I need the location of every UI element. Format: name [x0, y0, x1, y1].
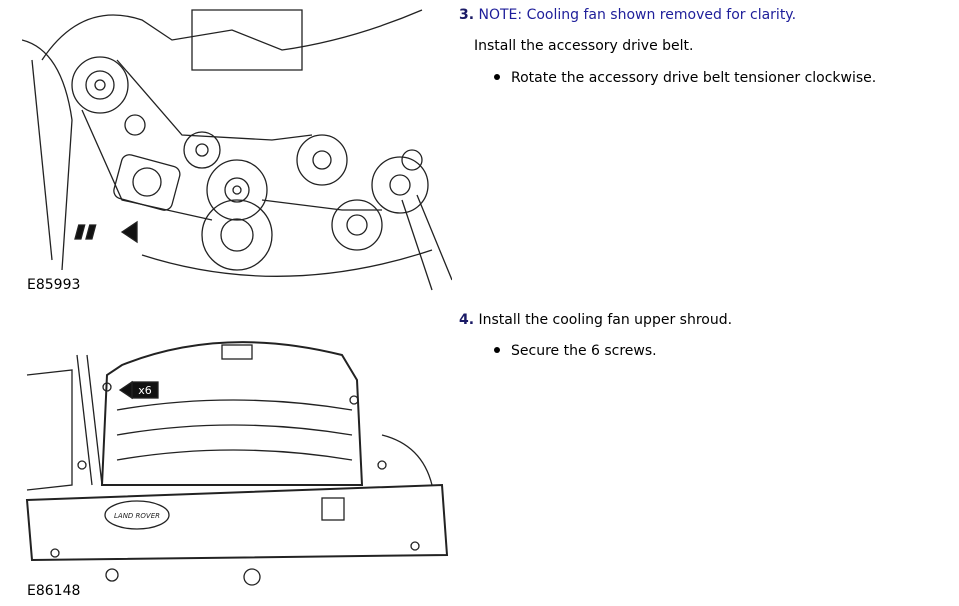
- step-3-instruction: Install the accessory drive belt.: [474, 38, 694, 54]
- bullet-text: Secure the 6 screws.: [511, 343, 657, 359]
- figure-accessory-drive-belt: E85993: [22, 0, 452, 295]
- bullet-icon: [494, 347, 500, 353]
- figure-id-label: E85993: [27, 277, 83, 293]
- step-number: 3.: [459, 7, 475, 23]
- step-4-heading: 4. Install the cooling fan upper shroud.: [459, 312, 732, 328]
- screw-count-callout: x6: [138, 384, 152, 397]
- engine-belt-illustration: [22, 9, 452, 291]
- figure-id-label: E86148: [27, 583, 83, 599]
- fan-shroud-illustration: LAND ROVER x6: [25, 341, 449, 586]
- step-instruction: Install the cooling fan upper shroud.: [478, 312, 733, 328]
- land-rover-logo: LAND ROVER: [114, 512, 160, 520]
- bullet-icon: [494, 74, 500, 80]
- step-3-bullet: Rotate the accessory drive belt tensione…: [494, 70, 876, 86]
- bullet-text: Rotate the accessory drive belt tensione…: [511, 70, 877, 86]
- figure-fan-shroud: LAND ROVER x6 E86148: [22, 335, 452, 605]
- step-note: NOTE: Cooling fan shown removed for clar…: [478, 7, 797, 23]
- step-4-bullet: Secure the 6 screws.: [494, 343, 657, 359]
- step-number: 4.: [459, 312, 475, 328]
- step-3-heading: 3. NOTE: Cooling fan shown removed for c…: [459, 7, 796, 23]
